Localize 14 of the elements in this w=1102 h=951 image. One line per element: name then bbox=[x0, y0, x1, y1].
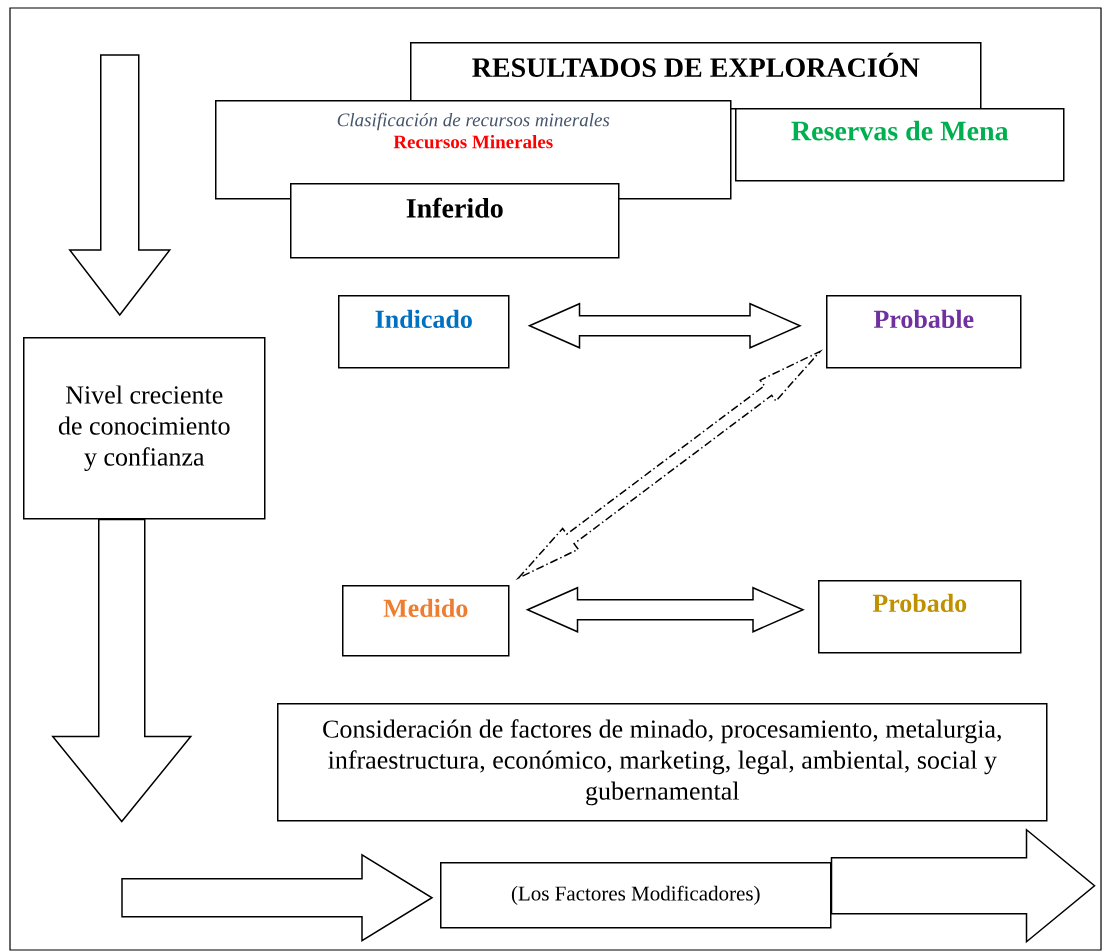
category-box: Probado bbox=[818, 580, 1022, 654]
category-box: Reservas de Mena bbox=[735, 108, 1065, 182]
description-box: Nivel creciente de conocimiento y confianza bbox=[23, 337, 266, 520]
title-box: RESULTADOS DE EXPLORACIÓN bbox=[410, 42, 982, 110]
block-arrow bbox=[830, 828, 1096, 944]
description-box: Consideración de factores de minado, procesamiento, metalurgia, infraestructura, económico, marketing, legal, ambiental, social y gubernamental bbox=[277, 703, 1048, 822]
description-box: (Los Factores Modificadores) bbox=[440, 862, 832, 929]
category-box: Inferido bbox=[290, 183, 620, 259]
category-box: Medido bbox=[342, 585, 510, 657]
block-arrow bbox=[121, 853, 434, 943]
category-box: Probable bbox=[826, 295, 1022, 369]
block-arrow bbox=[51, 518, 193, 823]
block-arrow bbox=[68, 54, 172, 317]
category-box: Indicado bbox=[338, 295, 510, 369]
